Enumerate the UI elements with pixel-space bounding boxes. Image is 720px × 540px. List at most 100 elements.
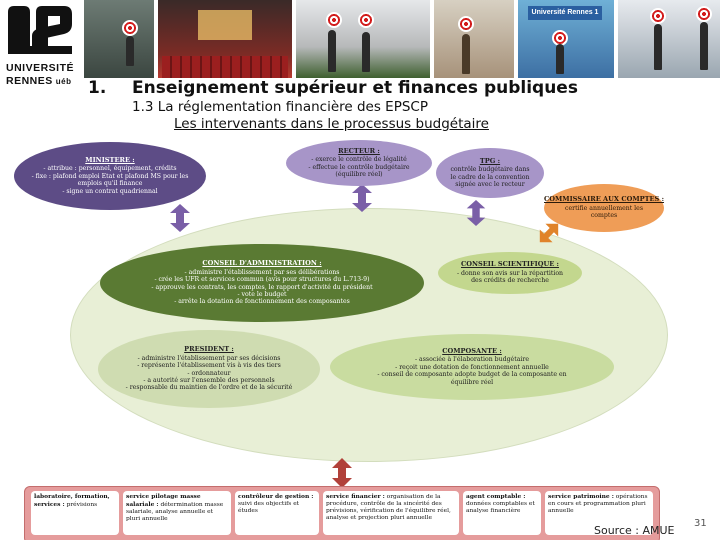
service-cell: service financier : organisation de la p… [323,491,459,535]
node-recteur: RECTEUR : - exerce le contrôle de légali… [286,140,432,186]
photo-university-building: Université Rennes 1 [518,0,614,78]
header-photo-strip: Université Rennes 1 [84,0,720,78]
node-line: - exerce le contrôle de légalité [311,156,407,164]
service-cell: agent comptable : données comptables et … [463,491,541,535]
node-composante: COMPOSANTE : - associée à l'élaboration … [330,334,614,400]
node-line: - approuve les contrats, les comptes, le… [151,283,373,291]
logo-line2: RENNES [6,75,53,87]
slide-subtitle-underlined: Les intervenants dans le processus budgé… [174,116,489,132]
node-line: - ordonnateur [187,369,231,377]
node-line: - attribue : personnel, équipement, créd… [43,165,177,173]
node-commissaire-aux-comptes: COMMISSAIRE AUX COMPTES : certifie annue… [544,184,664,232]
node-heading: COMPOSANTE : [442,346,502,355]
page-number: 31 [694,518,707,529]
source-caption: Source : AMUE [594,524,675,537]
service-heading: service financier : [326,493,385,500]
person-figure [362,32,370,72]
photo-students-outdoor [296,0,430,78]
person-figure [462,34,470,74]
node-line: - responsable du maintien de l'ordre et … [125,384,293,392]
node-line: - associée à l'élaboration budgétaire [414,356,529,364]
node-heading: MINISTERE : [85,155,135,164]
person-figure [654,24,662,70]
slide-subtitle: 1.3 La réglementation financière des EPS… [132,99,428,115]
node-heading: CONSEIL D'ADMINISTRATION : [202,259,322,268]
node-line: - administre l'établissement par ses dél… [184,268,340,276]
node-heading: CONSEIL SCIENTIFIQUE : [461,260,559,269]
photo-lecture-hall [158,0,292,78]
target-icon [458,16,474,32]
photo-campus-corridor [84,0,154,78]
node-ministere: MINISTERE : - attribue : personnel, équi… [14,142,206,210]
double-arrow-icon [352,184,372,212]
service-text: opérations en cours et programmation plu… [548,494,648,514]
target-icon [552,30,568,46]
service-cell: service patrimoine : opérations en cours… [545,491,653,535]
node-line: - conseil de composante adopte budget de… [377,371,567,379]
node-line: - effectue le contrôle budgétaire [308,163,410,171]
diagonal-double-arrow-icon [539,223,559,243]
university-mark-icon [8,6,72,54]
photo-interior [434,0,514,78]
node-heading: RECTEUR : [338,146,380,155]
target-icon [358,12,374,28]
node-line: emplois qu'il finance [77,180,143,188]
node-line: - vote le budget [237,290,287,298]
double-arrow-icon [170,204,190,232]
node-line: - a autorité sur l'ensemble des personne… [143,376,275,384]
service-heading: laboratoire, formation, services : [34,493,110,508]
node-president: PRESIDENT : - administre l'établissement… [98,330,320,408]
node-conseil-administration: CONSEIL D'ADMINISTRATION : - administre … [100,244,424,322]
node-line: certifie annuellement les [564,204,643,212]
node-line: - crée les UFR et services commun (avis … [154,276,370,284]
service-heading: service pilotage masse salariale : [126,493,201,508]
node-line: équilibre réel [450,378,494,386]
node-line: - représente l'établissement vis à vis d… [137,362,281,370]
service-text: détermination masse salariale, analyse a… [126,502,224,522]
service-text: prévisions [66,502,98,508]
node-line: - administre l'établissement par ses déc… [137,354,281,362]
service-text: données comptables et analyse financière [466,501,535,514]
service-cell: service pilotage masse salariale : déter… [123,491,231,535]
title-text: Enseignement supérieur et finances publi… [132,78,578,98]
service-text: organisation de la procédure, contrôle d… [326,494,451,521]
node-line: - reçoit une dotation de fonctionnement … [395,363,549,371]
node-tpg: TPG : contrôle budgétaire dans le cadre … [436,148,544,198]
person-figure [700,22,708,70]
person-figure [126,36,134,66]
node-line: - arrête la dotation de fonctionnement d… [174,298,350,306]
node-line: des crédits de recherche [471,277,549,285]
photo-hall-people [618,0,720,78]
hall-seats [162,56,288,78]
building-sign: Université Rennes 1 [528,6,602,20]
node-line: - fixe : plafond emploi Etat et plafond … [31,172,189,180]
stage-light [198,10,252,40]
target-icon [122,20,138,36]
service-heading: contrôleur de gestion : [238,493,314,500]
slide-title: 1. Enseignement supérieur et finances pub… [88,78,578,98]
target-icon [696,6,712,22]
section-number: 1. [88,78,107,98]
double-arrow-icon [332,458,352,488]
service-heading: service patrimoine : [548,493,614,500]
node-line: le cadre de la convention [450,173,530,181]
node-line: - signe un contrat quadriennal [62,187,158,195]
service-text: suivi des objectifs et études [238,501,300,514]
service-heading: agent comptable : [466,493,526,500]
services-box: laboratoire, formation, services : prévi… [24,486,660,540]
person-figure [328,30,336,72]
node-line: (équilibre réel) [335,170,383,178]
target-icon [650,8,666,24]
budget-actors-diagram: MINISTERE : - attribue : personnel, équi… [0,138,720,540]
node-line: signée avec le recteur [455,180,525,188]
node-heading: COMMISSAIRE AUX COMPTES : [544,195,665,204]
node-line: comptes [590,212,618,220]
service-cell: laboratoire, formation, services : prévi… [31,491,119,535]
target-icon [326,12,342,28]
double-arrow-icon [466,200,486,226]
service-cell: contrôleur de gestion : suivi des object… [235,491,319,535]
node-line: - donne son avis sur la répartition [456,269,564,277]
node-conseil-scientifique: CONSEIL SCIENTIFIQUE : - donne son avis … [438,252,582,294]
